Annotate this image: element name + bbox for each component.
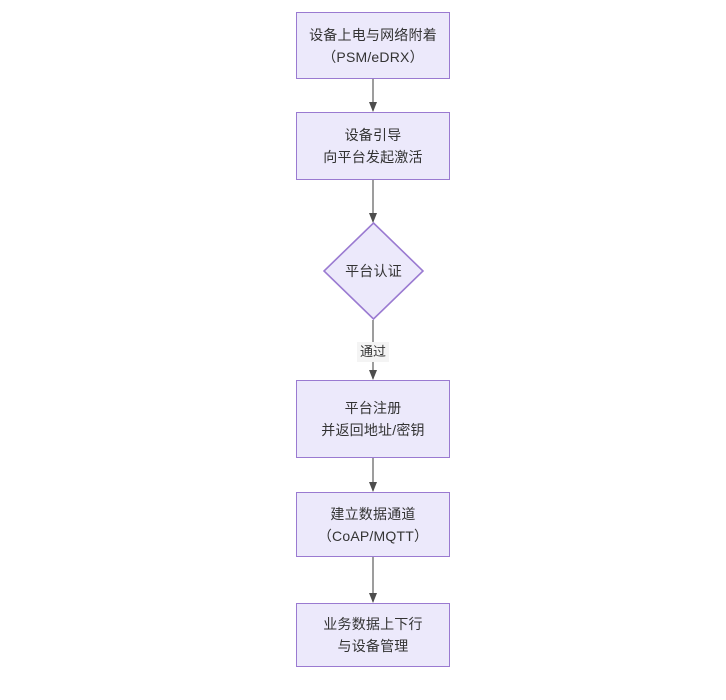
flow-node-label: 设备引导 向平台发起激活: [323, 127, 423, 165]
flow-node-label: 平台注册 并返回地址/密钥: [321, 400, 425, 438]
flow-node-platform-register[interactable]: 平台注册 并返回地址/密钥: [296, 380, 450, 458]
flow-node-label: 业务数据上下行 与设备管理: [323, 616, 423, 654]
flow-node-device-bootstrap[interactable]: 设备引导 向平台发起激活: [296, 112, 450, 180]
flow-node-platform-auth[interactable]: 平台认证: [323, 222, 424, 320]
flow-node-label: 平台认证: [345, 263, 402, 279]
flow-node-device-power-on[interactable]: 设备上电与网络附着 （PSM/eDRX）: [296, 12, 450, 79]
flow-node-label: 建立数据通道 （CoAP/MQTT）: [317, 505, 429, 544]
diamond-shape: [323, 222, 424, 320]
flow-node-data-channel[interactable]: 建立数据通道 （CoAP/MQTT）: [296, 492, 450, 557]
flow-node-label: 设备上电与网络附着 （PSM/eDRX）: [309, 26, 437, 65]
edge-label-pass: 通过: [356, 342, 390, 362]
flow-node-business-data[interactable]: 业务数据上下行 与设备管理: [296, 603, 450, 667]
